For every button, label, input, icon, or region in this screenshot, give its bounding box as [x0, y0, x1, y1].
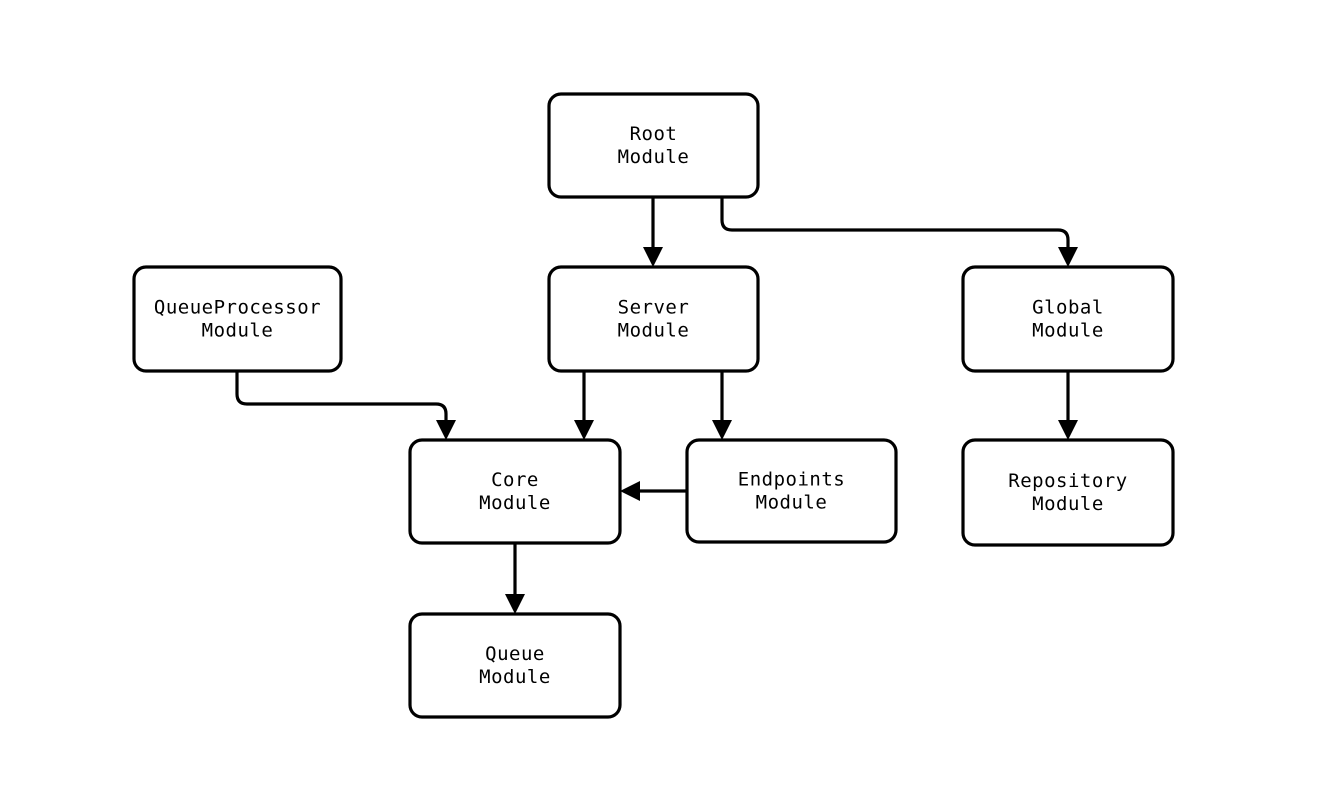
arrowhead-icon [1058, 420, 1078, 440]
node-box[interactable] [547, 92, 760, 199]
node-box[interactable] [961, 438, 1175, 547]
node-label-line2: Module [618, 146, 690, 168]
node-label-line1: QueueProcessor [154, 297, 321, 319]
node-label-line1: Endpoints [738, 469, 845, 491]
arrowhead-icon [436, 420, 456, 440]
edge-root-to-global [720, 197, 1078, 267]
edge-queueprocessor-to-core [235, 371, 456, 440]
node-label-line1: Server [618, 297, 690, 319]
node-label-line2: Module [1032, 320, 1104, 342]
arrowhead-icon [1058, 247, 1078, 267]
node-label-line1: Root [630, 123, 678, 145]
node-box[interactable] [547, 265, 760, 373]
edge-core-to-queue [505, 543, 525, 614]
edge-line [235, 371, 448, 423]
node-label-line2: Module [756, 492, 828, 514]
node-box[interactable] [408, 438, 622, 545]
node-label-line2: Module [1032, 493, 1104, 515]
edge-line [720, 197, 1070, 250]
node-label-line2: Module [479, 492, 551, 514]
arrowhead-icon [574, 420, 594, 440]
edge-server-to-endpoints [712, 371, 732, 440]
node-box[interactable] [685, 438, 898, 544]
node-label-line1: Global [1032, 297, 1104, 319]
node-label-line2: Module [618, 320, 690, 342]
arrowhead-icon [620, 481, 640, 501]
node-label-line2: Module [202, 320, 274, 342]
nodes-layer: RootModuleQueueProcessorModuleServerModu… [132, 92, 1175, 719]
node-label-line1: Core [491, 469, 539, 491]
node-label-line1: Repository [1008, 470, 1127, 492]
edges-layer [235, 197, 1078, 614]
node-box[interactable] [961, 265, 1175, 373]
arrowhead-icon [712, 420, 732, 440]
edge-root-to-server [643, 197, 663, 267]
node-box[interactable] [132, 265, 343, 373]
edge-server-to-core [574, 371, 594, 440]
edge-endpoints-to-core [620, 481, 687, 501]
edge-global-to-repository [1058, 371, 1078, 440]
node-box[interactable] [408, 612, 622, 719]
node-label-line2: Module [479, 666, 551, 688]
arrowhead-icon [505, 594, 525, 614]
node-label-line1: Queue [485, 643, 545, 665]
arrowhead-icon [643, 247, 663, 267]
